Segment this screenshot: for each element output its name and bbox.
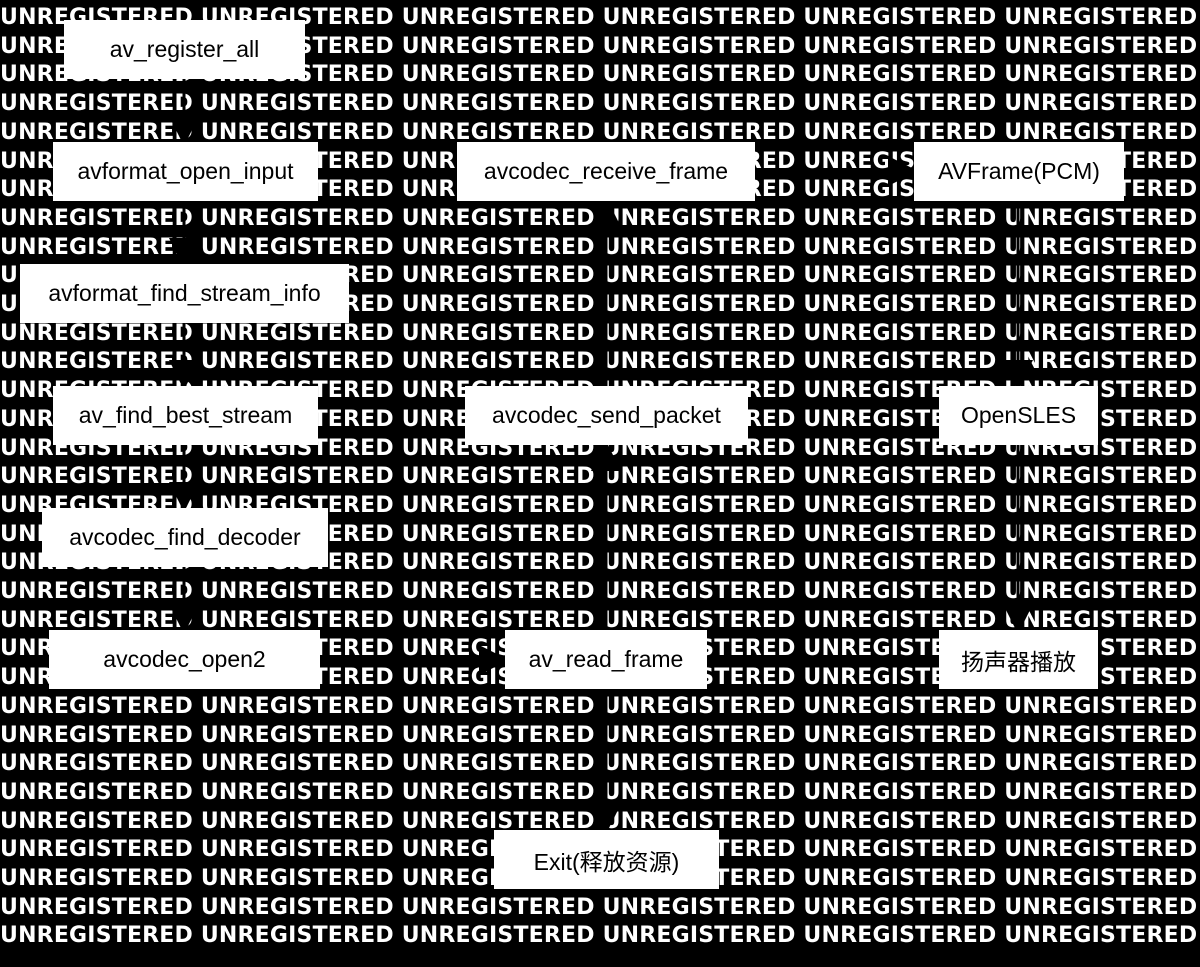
node-exit: Exit(释放资源) — [494, 830, 719, 889]
node-opensles: OpenSLES — [939, 386, 1098, 445]
node-label: avcodec_receive_frame — [483, 158, 729, 184]
watermark-line: UNREGISTERED UNREGISTERED UNREGISTERED U… — [0, 464, 1200, 490]
node-avformat-find-stream-info: avformat_find_stream_info — [20, 264, 349, 323]
node-speaker-playback: 扬声器播放 — [939, 630, 1098, 689]
node-avcodec-send-packet: avcodec_send_packet — [465, 386, 748, 445]
node-av-find-best-stream: av_find_best_stream — [53, 386, 318, 445]
node-label: avformat_find_stream_info — [48, 280, 321, 306]
node-av-read-frame: av_read_frame — [505, 630, 707, 689]
watermark-line: UNREGISTERED UNREGISTERED UNREGISTERED U… — [0, 234, 1200, 260]
node-av-register-all: av_register_all — [64, 20, 305, 79]
node-label: Exit(释放资源) — [533, 848, 680, 875]
node-label: av_read_frame — [528, 646, 684, 672]
node-avframe-pcm: AVFrame(PCM) — [914, 142, 1124, 201]
node-label: av_register_all — [109, 36, 260, 62]
node-avcodec-receive-frame: avcodec_receive_frame — [457, 142, 755, 201]
watermark-line: UNREGISTERED UNREGISTERED UNREGISTERED U… — [0, 349, 1200, 375]
watermark-line: UNREGISTERED UNREGISTERED UNREGISTERED U… — [0, 751, 1200, 777]
watermark-line: UNREGISTERED UNREGISTERED UNREGISTERED U… — [0, 923, 1200, 949]
node-label: avcodec_send_packet — [492, 402, 721, 428]
node-avcodec-find-decoder: avcodec_find_decoder — [42, 508, 328, 567]
watermark-line: UNREGISTERED UNREGISTERED UNREGISTERED U… — [0, 693, 1200, 719]
node-label: avcodec_open2 — [103, 646, 266, 672]
watermark-line: UNREGISTERED UNREGISTERED UNREGISTERED U… — [0, 779, 1200, 805]
node-avcodec-open2: avcodec_open2 — [49, 630, 320, 689]
watermark-line: UNREGISTERED UNREGISTERED UNREGISTERED U… — [0, 579, 1200, 604]
watermark-line: UNREGISTERED UNREGISTERED UNREGISTERED U… — [0, 320, 1200, 346]
watermark-line: UNREGISTERED UNREGISTERED UNREGISTERED U… — [0, 722, 1200, 748]
watermark-line: UNREGISTERED UNREGISTERED UNREGISTERED U… — [0, 894, 1200, 920]
watermark-line: UNREGISTERED UNREGISTERED UNREGISTERED U… — [0, 91, 1200, 117]
node-label: AVFrame(PCM) — [938, 158, 1100, 184]
watermark-line: UNREGISTERED UNREGISTERED UNREGISTERED U… — [0, 205, 1200, 231]
node-label: OpenSLES — [960, 402, 1077, 428]
node-label: avcodec_find_decoder — [69, 524, 301, 550]
node-avformat-open-input: avformat_open_input — [53, 142, 318, 201]
node-label: 扬声器播放 — [961, 648, 1076, 675]
node-label: avformat_open_input — [77, 158, 294, 184]
node-label: av_find_best_stream — [78, 402, 293, 428]
